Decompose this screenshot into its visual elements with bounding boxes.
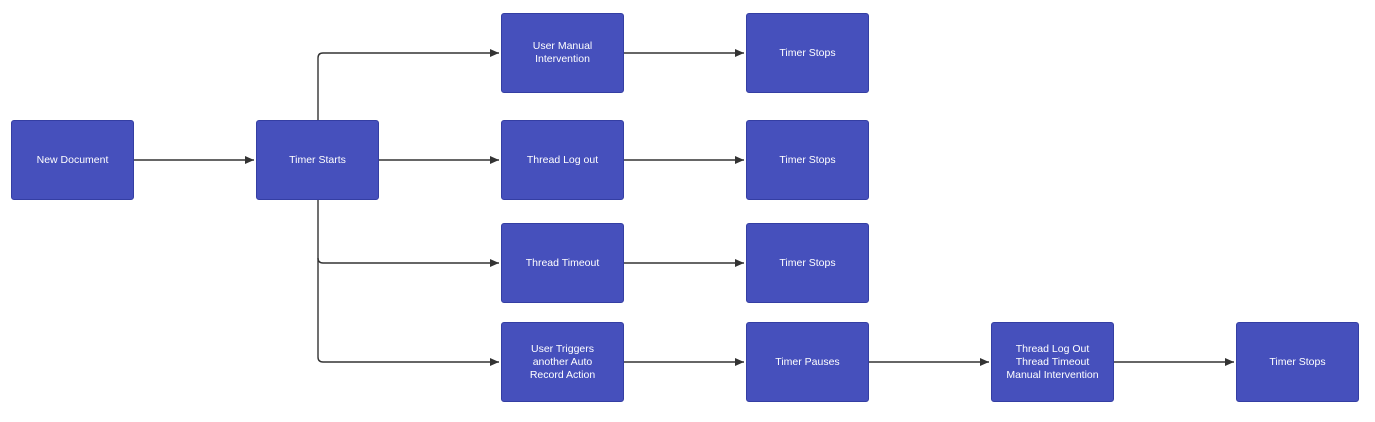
node-thread-log-out[interactable]: Thread Log out <box>501 120 624 200</box>
node-timer-stops-2[interactable]: Timer Stops <box>746 120 869 200</box>
node-user-triggers[interactable]: User Triggers another Auto Record Action <box>501 322 624 402</box>
node-user-manual-intervention[interactable]: User Manual Intervention <box>501 13 624 93</box>
node-timer-pauses[interactable]: Timer Pauses <box>746 322 869 402</box>
node-timer-starts[interactable]: Timer Starts <box>256 120 379 200</box>
node-timer-stops-1[interactable]: Timer Stops <box>746 13 869 93</box>
connector-timer-starts-to-user-manual-intervention <box>317 49 499 120</box>
node-timer-stops-3[interactable]: Timer Stops <box>746 223 869 303</box>
node-resume-conditions[interactable]: Thread Log Out Thread Timeout Manual Int… <box>991 322 1114 402</box>
connector-timer-starts-to-thread-timeout <box>317 200 499 267</box>
node-new-document[interactable]: New Document <box>11 120 134 200</box>
connector-timer-starts-to-user-triggers <box>317 258 499 366</box>
node-thread-timeout[interactable]: Thread Timeout <box>501 223 624 303</box>
node-timer-stops-4[interactable]: Timer Stops <box>1236 322 1359 402</box>
